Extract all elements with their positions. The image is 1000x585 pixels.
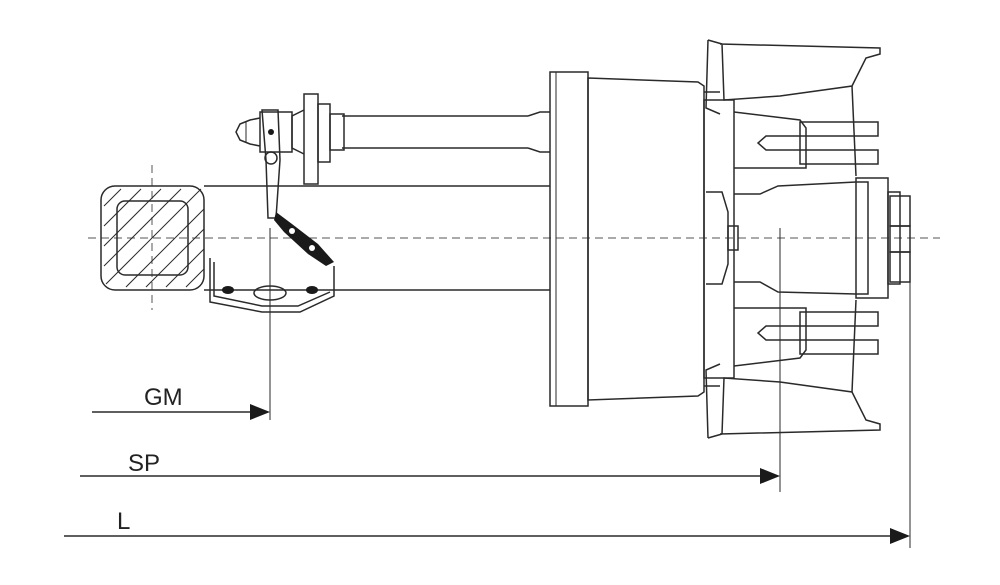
slack-adjuster <box>261 109 334 266</box>
wheel-hub <box>703 99 889 379</box>
sp-label: SP <box>128 450 161 477</box>
wheel-rim <box>705 39 881 439</box>
sp-dimension <box>80 228 781 492</box>
l-dimension <box>64 264 911 548</box>
brake-drum <box>587 77 720 401</box>
wheel-studs <box>756 121 879 355</box>
chamber-bracket <box>209 258 335 313</box>
gm-dimension <box>92 228 271 420</box>
gm-label: GM <box>144 384 183 411</box>
square-tube-section <box>100 185 205 291</box>
drum-flange <box>549 71 589 407</box>
axle-body <box>204 185 550 291</box>
l-label: L <box>117 508 131 535</box>
camshaft <box>235 93 550 185</box>
